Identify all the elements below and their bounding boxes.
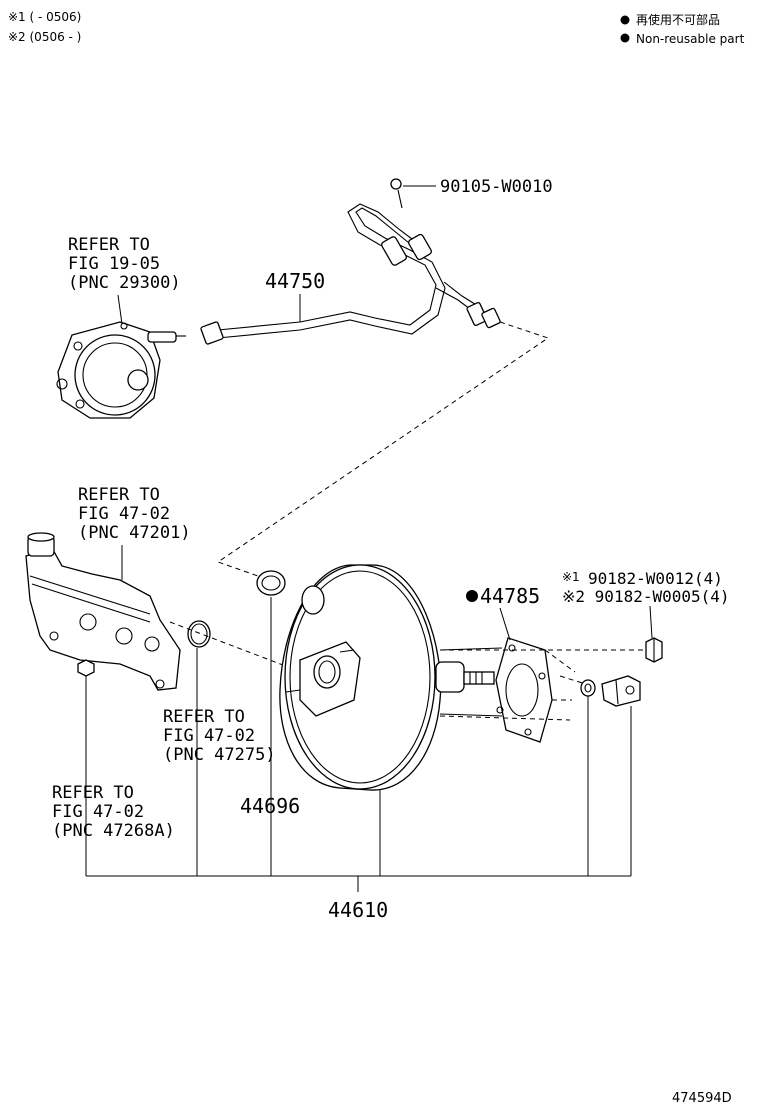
seal-part-number: 44696 bbox=[240, 794, 300, 818]
seal-drawing bbox=[256, 570, 286, 596]
diagram-id: 474594D bbox=[672, 1091, 732, 1106]
pump-ref-line2: FIG 19-05 bbox=[68, 254, 160, 274]
oring-ref-line2: FIG 47-02 bbox=[163, 726, 255, 746]
nut-ref-line2: FIG 47-02 bbox=[52, 802, 144, 822]
nut-icon bbox=[77, 659, 95, 677]
nut2-part-number: ※2 90182-W0005(4) bbox=[562, 587, 730, 606]
clevis-parts-drawing bbox=[580, 675, 641, 707]
pump-ref-line1: REFER TO bbox=[68, 235, 150, 255]
master-cyl-ref-line3: (PNC 47201) bbox=[78, 523, 191, 543]
legend-japanese: 再使用不可部品 bbox=[636, 12, 720, 27]
vacuum-pump-drawing bbox=[56, 321, 186, 419]
applicability-range-2: ※2 (0506 - ) bbox=[8, 30, 81, 44]
nut1-ref-mark: ※1 bbox=[562, 570, 580, 584]
legend-english: Non-reusable part bbox=[636, 32, 745, 46]
applicability-range-1: ※1 ( - 0506) bbox=[8, 10, 81, 24]
oring-ref-line3: (PNC 47275) bbox=[163, 745, 276, 765]
flange-nut-drawing bbox=[645, 637, 663, 663]
nut-ref-line3: (PNC 47268A) bbox=[52, 821, 175, 841]
vacuum-hose-part-number: 44750 bbox=[265, 269, 325, 293]
nut1-part-number: 90182-W0012(4) bbox=[588, 569, 723, 588]
master-cyl-ref-line1: REFER TO bbox=[78, 485, 160, 505]
non-reusable-bullet-icon bbox=[620, 33, 630, 43]
oring-ref-line1: REFER TO bbox=[163, 707, 245, 727]
master-cyl-ref-line2: FIG 47-02 bbox=[78, 504, 170, 524]
nut-ref-line1: REFER TO bbox=[52, 783, 134, 803]
pipe-bolt-part-number: 90105-W0010 bbox=[440, 177, 553, 197]
non-reusable-bullet-icon bbox=[620, 15, 630, 25]
booster-assembly-part-number: 44610 bbox=[328, 898, 388, 922]
master-cylinder-drawing bbox=[25, 532, 181, 691]
gasket-drawing bbox=[495, 637, 553, 743]
non-reusable-bullet-icon bbox=[466, 590, 478, 602]
gasket-part-number: 44785 bbox=[480, 584, 540, 608]
pump-ref-line3: (PNC 29300) bbox=[68, 273, 181, 293]
brake-booster-drawing bbox=[279, 564, 503, 791]
vacuum-hose-drawing bbox=[200, 178, 501, 345]
